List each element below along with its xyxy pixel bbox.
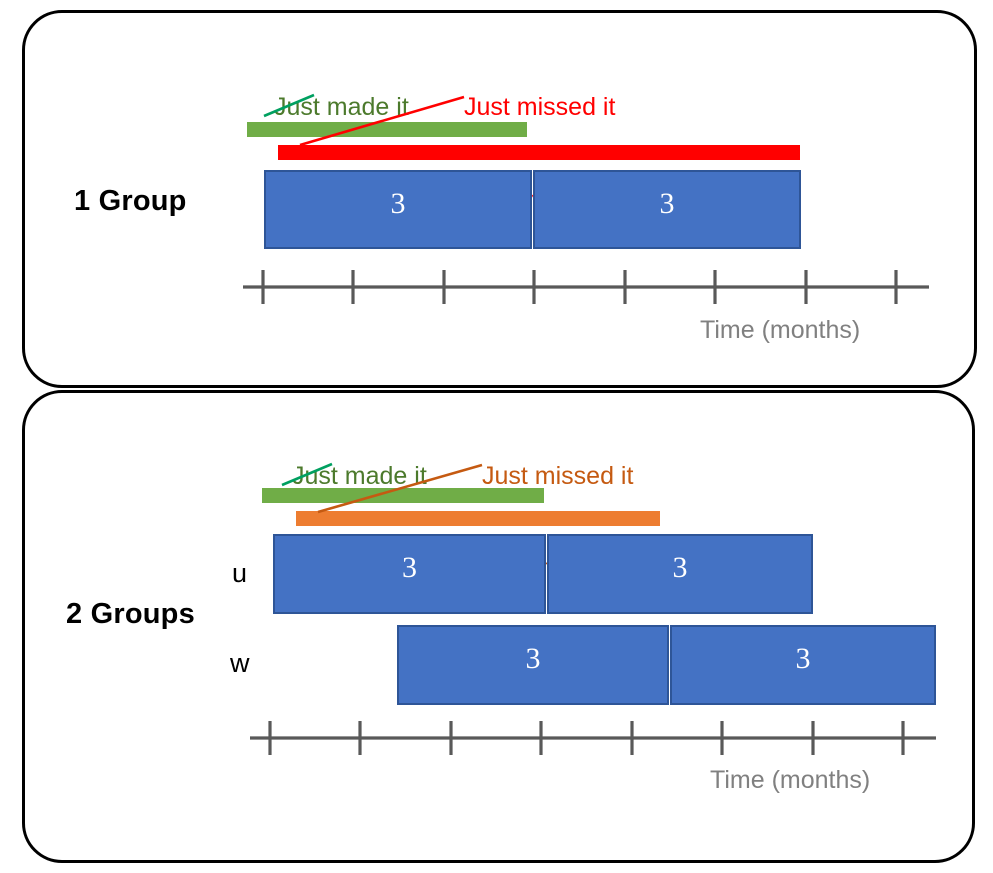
axis-caption-p2: Time (months) (710, 766, 871, 794)
task-box: 3 (547, 534, 813, 614)
task-box: 3 (533, 170, 801, 249)
panel-two-title: 2 Groups (66, 598, 195, 630)
task-duration: 3 (795, 642, 811, 675)
deadline-bar-just-missed-it-p1 (278, 145, 800, 160)
task-duration: 3 (659, 186, 675, 220)
task-duration: 3 (390, 186, 406, 220)
task-box: 3 (264, 170, 532, 249)
task-box: 3 (670, 625, 936, 705)
task-duration: 3 (672, 551, 688, 584)
task-box: 3 (273, 534, 546, 614)
task-duration: 3 (402, 551, 417, 584)
deadline-bar-just-made-it-p1 (247, 122, 527, 137)
axis-caption-p1: Time (months) (700, 316, 861, 344)
deadline-bar-just-made-it-p2 (262, 488, 544, 503)
callout-line1: Just missed it (482, 462, 634, 490)
row-label-w: w (230, 648, 250, 678)
callout-line1: Just missed it (464, 93, 616, 121)
row-label-u: u (232, 558, 248, 588)
deadline-bar-just-missed-it-p2 (296, 511, 660, 526)
panel-one-title: 1 Group (74, 185, 187, 217)
callout-line1: Just made it (274, 93, 409, 121)
task-duration: 3 (525, 642, 541, 675)
callout-line1: Just made it (292, 462, 427, 490)
task-box: 3 (397, 625, 669, 705)
